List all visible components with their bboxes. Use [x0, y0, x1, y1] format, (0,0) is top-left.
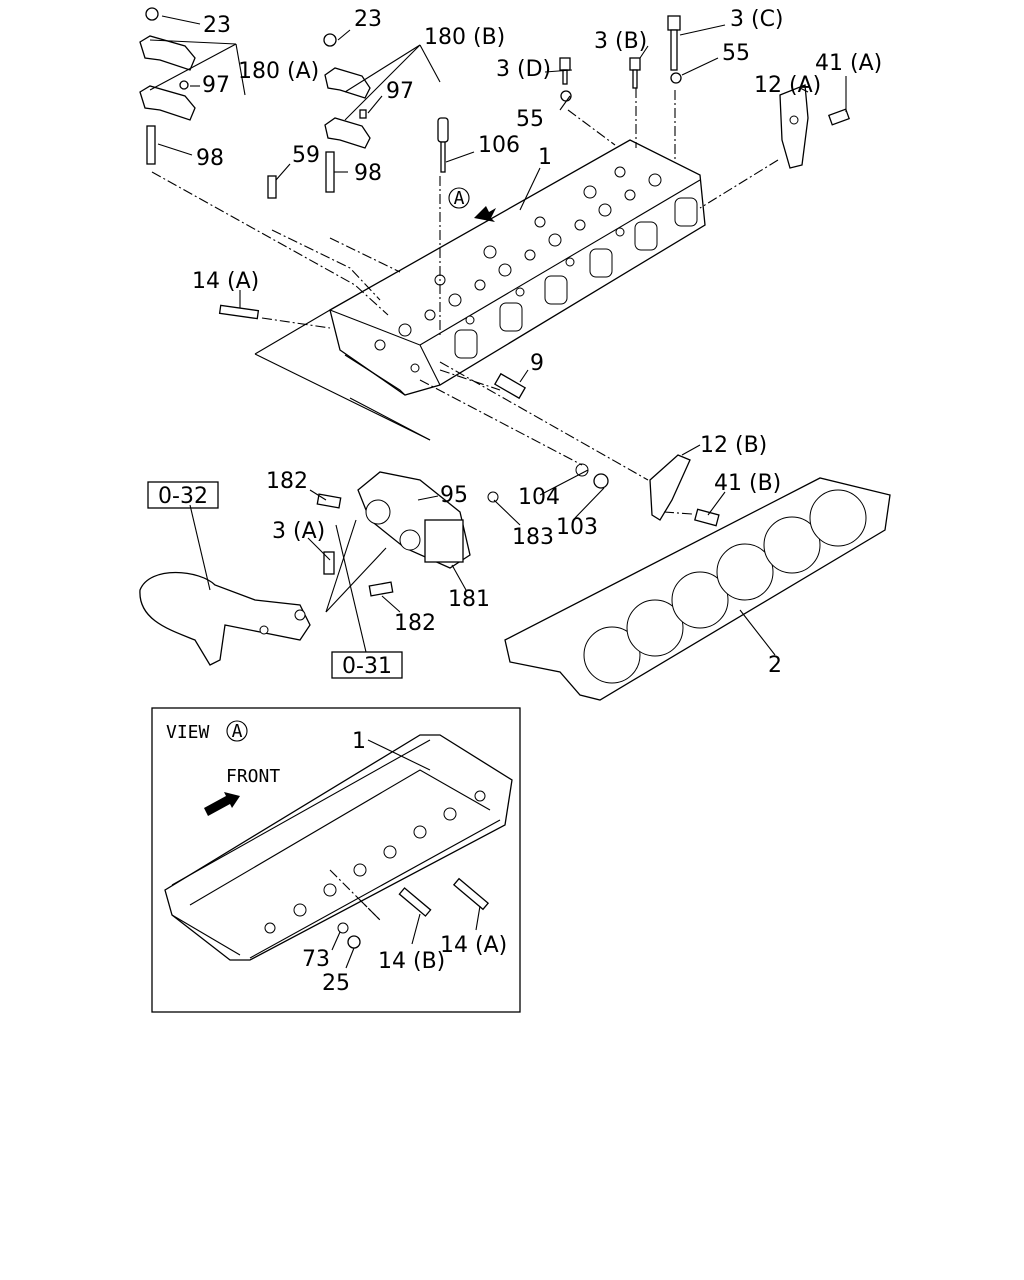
bracket-12a: [779, 84, 851, 169]
label-182b: 182: [394, 611, 436, 636]
cylinder-head: [329, 139, 706, 396]
ref-box-0-31: 0-31: [331, 651, 403, 679]
dashed-lines: [151, 88, 779, 515]
head-ports: [454, 197, 698, 359]
view-label-73: 73: [302, 947, 330, 972]
label-97b: 97: [386, 79, 414, 104]
label-180b: 180 (B): [424, 25, 505, 50]
view-label-14a: 14 (A): [440, 933, 507, 958]
label-41b: 41 (B): [714, 471, 781, 496]
label-95: 95: [440, 483, 468, 508]
label-3a: 3 (A): [272, 519, 325, 544]
sensor-9: [493, 372, 527, 400]
label-180a: 180 (A): [238, 59, 319, 84]
bracket-12b: [649, 454, 720, 527]
bolts-182: [316, 491, 499, 597]
ref-box-0-32: 0-32: [147, 481, 219, 509]
front-label: FRONT: [226, 766, 280, 787]
label-23b: 23: [354, 7, 382, 32]
view-label-1: 1: [352, 729, 366, 754]
water-pipe: [139, 571, 311, 666]
label-98a: 98: [196, 146, 224, 171]
head-gasket: [504, 477, 891, 701]
label-23a: 23: [203, 13, 231, 38]
bolts-top-right: [437, 15, 682, 173]
label-97a: 97: [202, 73, 230, 98]
label-55b: 55: [516, 107, 544, 132]
view-a-marker: A: [448, 187, 496, 222]
ref-0-31: 0-31: [342, 654, 392, 679]
label-98b: 98: [354, 161, 382, 186]
label-181: 181: [448, 587, 490, 612]
label-1: 1: [538, 145, 552, 170]
label-12a: 12 (A): [754, 73, 821, 98]
label-182a: 182: [266, 469, 308, 494]
label-59: 59: [292, 143, 320, 168]
label-41a: 41 (A): [815, 51, 882, 76]
front-arrow-icon: [204, 792, 240, 816]
view-label-14b: 14 (B): [378, 949, 445, 974]
callout-labels: 23 23 180 (B) 180 (A) 97 97 98 98 59 106…: [192, 7, 882, 678]
leader-lines: [149, 15, 847, 656]
bracket-180b: [267, 33, 371, 199]
label-12b: 12 (B): [700, 433, 767, 458]
label-2: 2: [768, 653, 782, 678]
label-3c: 3 (C): [730, 7, 784, 32]
view-title: VIEW: [166, 722, 210, 743]
svg-text:A: A: [454, 188, 465, 209]
label-9: 9: [530, 351, 544, 376]
view-a-inset: VIEW A FRONT 1 73 25 14 (B) 14 (A): [151, 707, 521, 1013]
label-106: 106: [478, 133, 520, 158]
label-104: 104: [518, 485, 560, 510]
label-103: 103: [556, 515, 598, 540]
housing-95: [357, 471, 471, 569]
label-3d: 3 (D): [496, 57, 551, 82]
view-label-25: 25: [322, 971, 350, 996]
label-14a: 14 (A): [192, 269, 259, 294]
head-holes: [374, 166, 662, 373]
plugs-104-103: [575, 463, 609, 489]
ref-0-32: 0-32: [158, 484, 208, 509]
view-marker: A: [232, 721, 243, 742]
label-183: 183: [512, 525, 554, 550]
stud-14a: [218, 304, 260, 320]
label-55a: 55: [722, 41, 750, 66]
label-3b: 3 (B): [594, 29, 647, 54]
bracket-180a: [139, 7, 196, 165]
